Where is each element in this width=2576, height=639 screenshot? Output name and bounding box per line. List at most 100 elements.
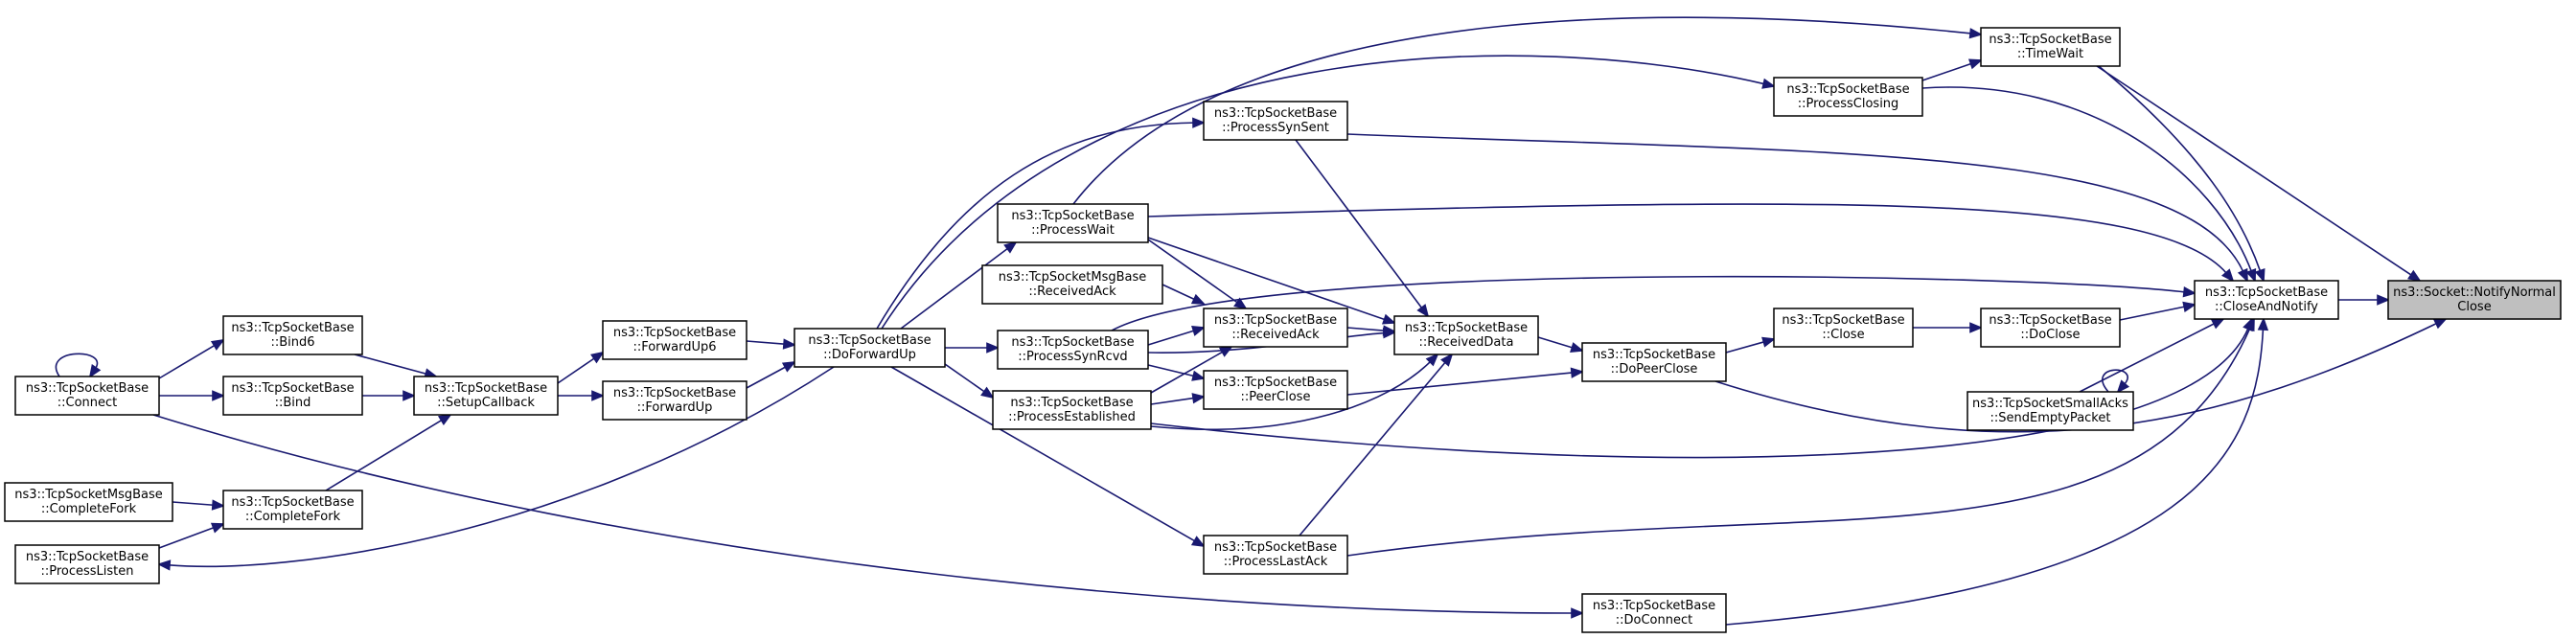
edge-do_forward_up-to-process_established	[944, 363, 995, 399]
edge-line	[1295, 139, 1423, 309]
node-forward-up[interactable]: ns3::TcpSocketBase::ForwardUp	[602, 380, 748, 421]
edge-line	[1346, 327, 2251, 557]
arrowhead	[210, 338, 225, 351]
edge-line	[1150, 327, 2249, 459]
edge-line	[1111, 275, 2186, 331]
node-close-and-notify[interactable]: ns3::TcpSocketBase::CloseAndNotify	[2194, 280, 2339, 320]
arrowhead	[591, 390, 606, 401]
node-label-line: ::ProcessLastAck	[1224, 555, 1328, 569]
arrowhead	[1761, 78, 1777, 89]
node-box	[1581, 593, 1727, 633]
node-label-line: ns3::TcpSocketBase	[425, 381, 547, 396]
edge-line	[557, 356, 596, 384]
edge-line	[354, 354, 427, 376]
edge-process_syn_rcvd-to-close_and_notify	[1111, 275, 2197, 331]
edge-line	[1147, 239, 1239, 304]
arrowhead	[1969, 322, 1984, 333]
edge-line	[1725, 328, 2265, 626]
edge-line	[1162, 284, 1196, 301]
node-box	[1966, 391, 2134, 431]
node-process-listen[interactable]: ns3::TcpSocketBase::ProcessListen	[14, 544, 160, 584]
arrowhead	[1191, 326, 1207, 336]
node-bind6[interactable]: ns3::TcpSocketBase::Bind6	[222, 315, 363, 355]
edge-connect-to-connect	[56, 353, 102, 378]
node-process-syn-rcvd[interactable]: ns3::TcpSocketBase::ProcessSynRcvd	[997, 330, 1149, 370]
node-setup-callback[interactable]: ns3::TcpSocketBase::SetupCallback	[413, 376, 559, 416]
arrowhead	[1190, 293, 1206, 305]
node-label-line: ns3::TcpSocketMsgBase	[14, 488, 163, 502]
arrowhead	[1967, 58, 1983, 70]
arrowhead	[2182, 301, 2197, 312]
node-label-line: ns3::TcpSocketBase	[2205, 285, 2328, 300]
edge-msg_received_ack-to-received_ack	[1162, 284, 1206, 305]
node-process-syn-sent[interactable]: ns3::TcpSocketBase::ProcessSynSent	[1203, 101, 1348, 141]
arrowhead	[1003, 240, 1018, 254]
arrowhead	[1233, 297, 1248, 310]
node-label-line: ::TimeWait	[2017, 47, 2083, 61]
edge-do_connect-to-close_and_notify	[1725, 316, 2269, 626]
node-box	[992, 390, 1152, 430]
node-label-line: ::ReceivedAck	[1028, 285, 1116, 299]
node-received-ack[interactable]: ns3::TcpSocketBase::ReceivedAck	[1203, 308, 1348, 348]
node-label-line: ns3::TcpSocketBase	[1011, 335, 1134, 350]
arrowhead	[211, 499, 226, 511]
arrowhead	[2182, 286, 2197, 298]
node-label-line: ::Bind6	[270, 335, 314, 350]
node-box	[997, 203, 1149, 243]
node-label-line: ::ProcessSynSent	[1222, 121, 1329, 135]
edge-line	[1147, 237, 1386, 321]
edge-process_wait-to-close_and_notify	[1147, 203, 2235, 283]
edge-line	[1147, 364, 1195, 377]
node-process-wait[interactable]: ns3::TcpSocketBase::ProcessWait	[997, 203, 1149, 243]
node-peer-close[interactable]: ns3::TcpSocketBase::PeerClose	[1203, 370, 1348, 410]
edge-line	[1072, 16, 1972, 205]
node-do-forward-up[interactable]: ns3::TcpSocketBase::DoForwardUp	[794, 328, 946, 368]
edge-forward_up6-to-do_forward_up	[746, 338, 797, 350]
edge-process_syn_sent-to-received_data	[1295, 139, 1430, 318]
node-process-closing[interactable]: ns3::TcpSocketBase::ProcessClosing	[1773, 77, 1923, 117]
node-label-line: ns3::TcpSocketBase	[1214, 376, 1337, 390]
arrowhead	[1571, 607, 1585, 619]
node-label-line: ::SendEmptyPacket	[1990, 411, 2111, 425]
node-label-line: ns3::TcpSocketBase	[231, 381, 354, 396]
edge-line	[1147, 203, 2228, 274]
node-do-connect[interactable]: ns3::TcpSocketBase::DoConnect	[1581, 593, 1727, 633]
edge-line	[1921, 86, 2253, 272]
arrowhead	[2116, 379, 2130, 394]
node-complete-fork[interactable]: ns3::TcpSocketBase::CompleteFork	[222, 490, 363, 530]
node-bind[interactable]: ns3::TcpSocketBase::Bind	[222, 376, 363, 416]
node-label-line: ::CloseAndNotify	[2215, 300, 2318, 314]
node-process-last-ack[interactable]: ns3::TcpSocketBase::ProcessLastAck	[1203, 535, 1348, 575]
node-received-data[interactable]: ns3::TcpSocketBase::ReceivedData	[1393, 315, 1539, 355]
edge-line	[1346, 133, 2244, 273]
edge-line	[2102, 369, 2128, 393]
node-close[interactable]: ns3::TcpSocketBase::Close	[1773, 308, 1914, 348]
node-label-line: ns3::TcpSocketMsgBase	[999, 270, 1147, 285]
arrowhead	[2407, 269, 2422, 283]
node-do-peer-close[interactable]: ns3::TcpSocketBase::DoPeerClose	[1581, 342, 1727, 382]
edge-received_data-to-do_peer_close	[1537, 336, 1585, 354]
arrowhead	[212, 390, 226, 401]
node-label-line: ::PeerClose	[1241, 390, 1311, 404]
edge-line	[746, 366, 787, 389]
node-label-line: ::DoForwardUp	[823, 348, 916, 362]
arrowhead	[1416, 304, 1430, 318]
node-time-wait[interactable]: ns3::TcpSocketBase::TimeWait	[1980, 27, 2121, 67]
edge-do_close-to-close_and_notify	[2119, 301, 2197, 321]
arrowhead	[1381, 313, 1396, 325]
node-msg-received-ack[interactable]: ns3::TcpSocketMsgBase::ReceivedAck	[981, 264, 1163, 305]
node-box	[222, 376, 363, 416]
edge-time_wait-to-close_and_notify	[2098, 65, 2266, 283]
node-send-empty-packet[interactable]: ns3::TcpSocketSmallAcks::SendEmptyPacket	[1966, 391, 2134, 431]
edge-line	[56, 353, 99, 377]
node-msg-complete-fork[interactable]: ns3::TcpSocketMsgBase::CompleteFork	[4, 482, 173, 522]
node-connect[interactable]: ns3::TcpSocketBase::Connect	[14, 376, 160, 416]
node-process-established[interactable]: ns3::TcpSocketBase::ProcessEstablished	[992, 390, 1152, 430]
node-forward-up6[interactable]: ns3::TcpSocketBase::ForwardUp6	[602, 320, 748, 360]
node-box	[413, 376, 559, 416]
edge-process_wait-to-time_wait	[1072, 16, 1984, 205]
node-box	[1203, 308, 1348, 348]
arrowhead	[590, 351, 605, 364]
node-do-close[interactable]: ns3::TcpSocketBase::DoClose	[1980, 308, 2121, 348]
